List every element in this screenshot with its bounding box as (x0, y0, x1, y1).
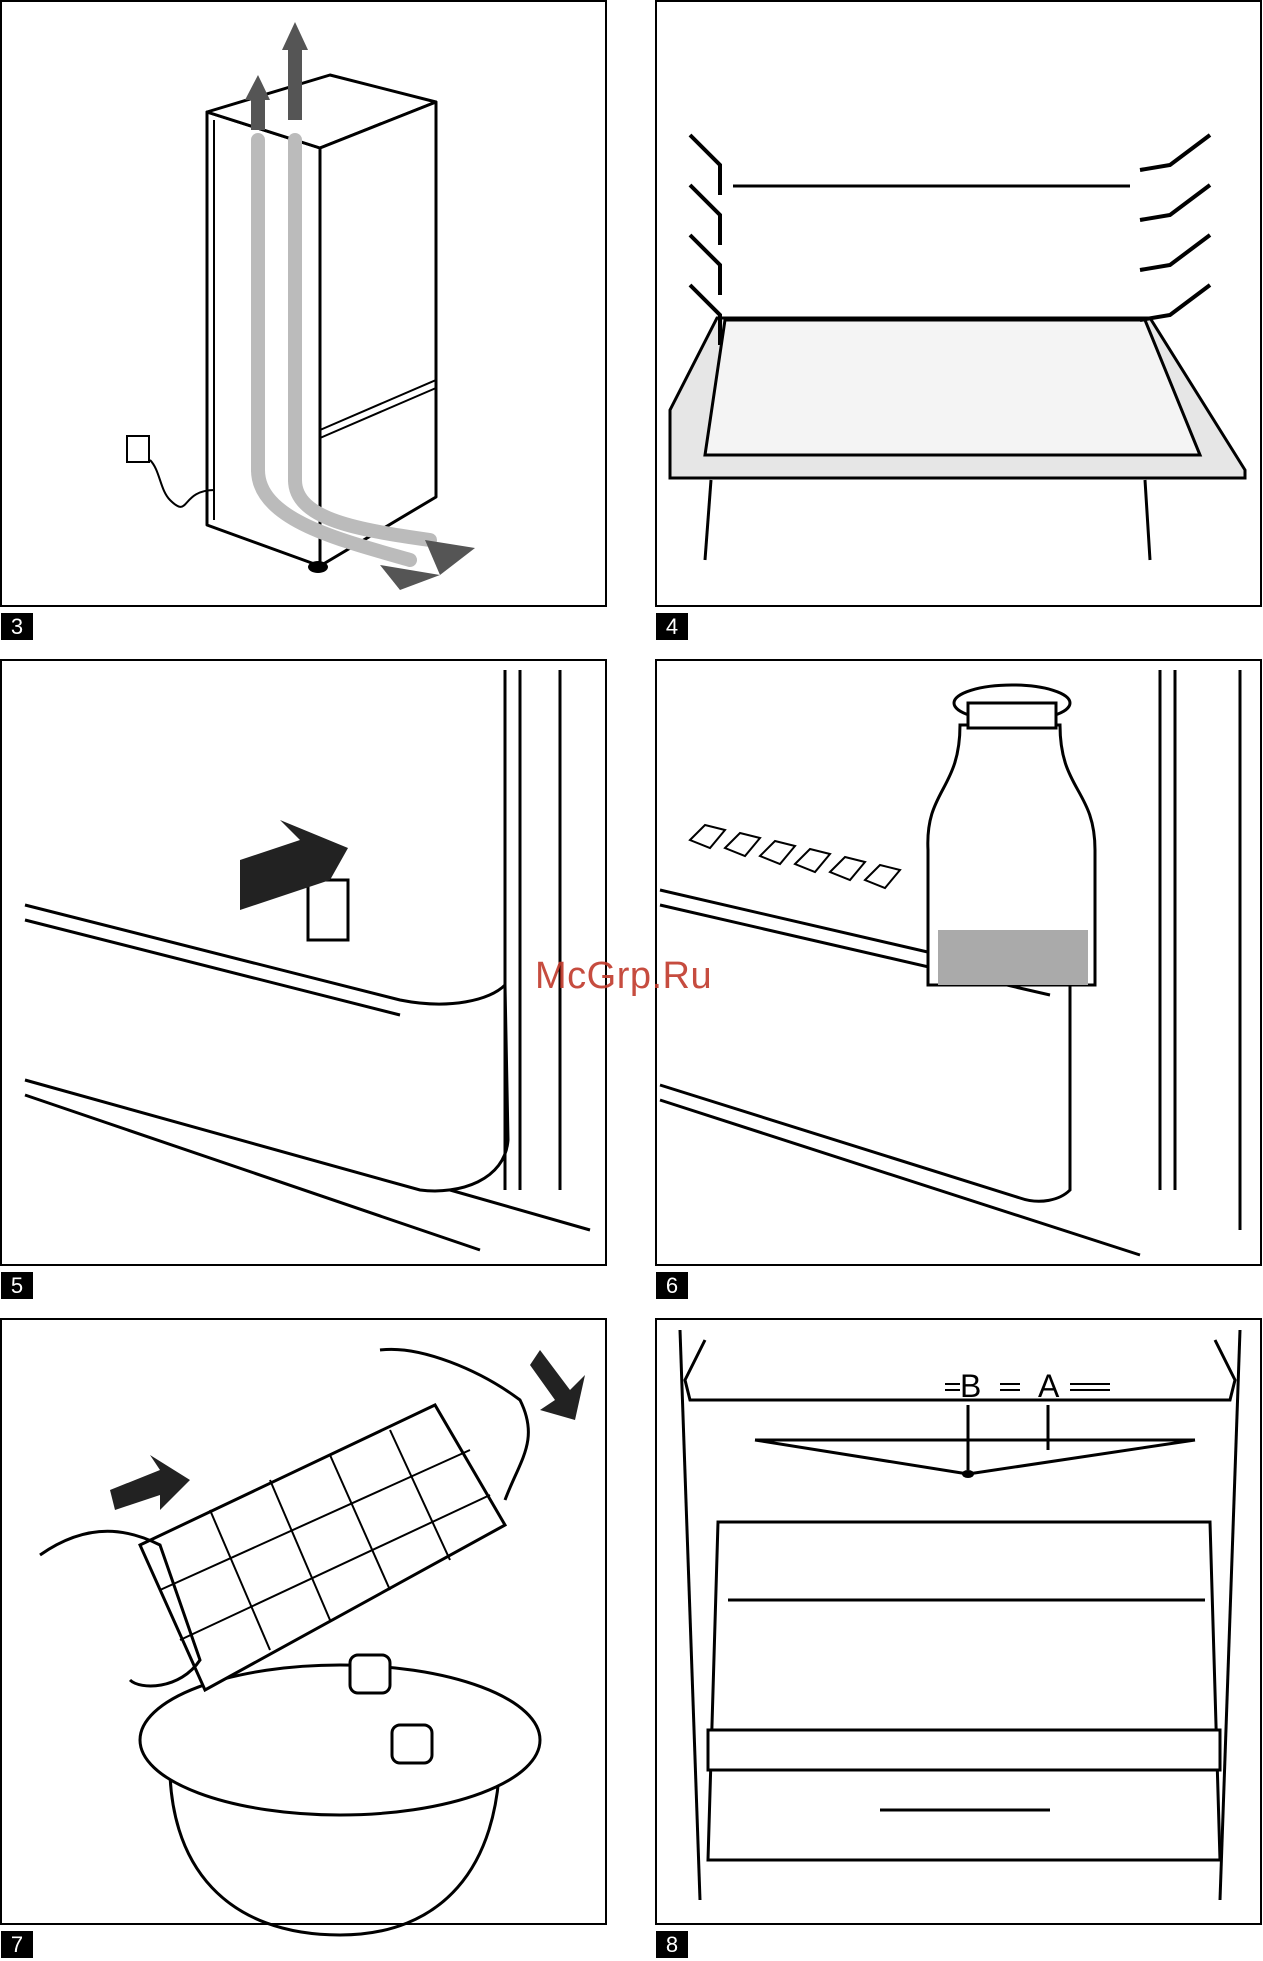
fridge-airflow-icon (127, 22, 475, 590)
figure-number-label: 7 (1, 1931, 33, 1958)
watermark-text: McGrp.Ru (535, 955, 712, 998)
figure-4-panel (656, 1, 1261, 606)
figure-number-label: 3 (1, 613, 33, 640)
figure-number-label: 4 (656, 613, 688, 640)
label-a: A (1038, 1368, 1059, 1405)
figure-number-label: 8 (656, 1931, 688, 1958)
figure-number-label: 6 (656, 1272, 688, 1299)
glass-shelf-icon (670, 135, 1245, 560)
crisper-drawer-icon (680, 1330, 1240, 1900)
ice-tray-icon (40, 1349, 585, 1935)
figure-5-panel (1, 660, 606, 1265)
figure-number-label: 5 (1, 1272, 33, 1299)
door-bottle-shelf-icon (660, 670, 1240, 1255)
label-b: B (960, 1368, 981, 1405)
door-bin-removal-icon (25, 670, 590, 1250)
